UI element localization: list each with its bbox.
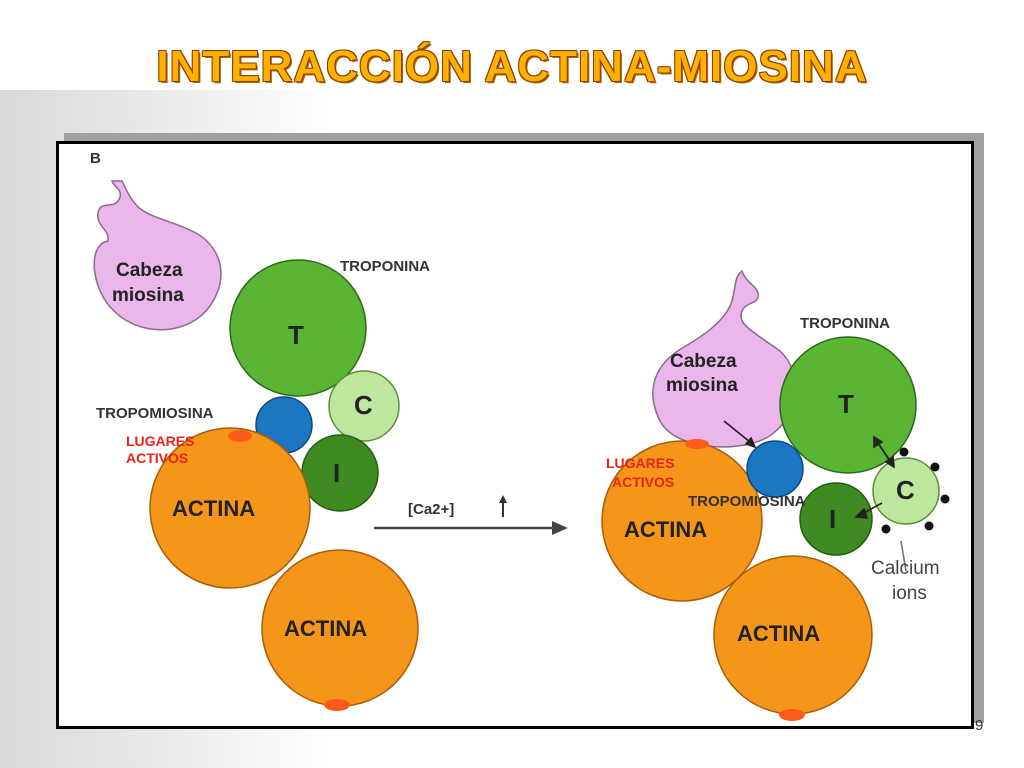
right-actin-bottom-label: ACTINA bbox=[737, 621, 820, 646]
right-active-site-top bbox=[685, 439, 709, 449]
right-myosin-label-1: Cabeza bbox=[670, 351, 737, 372]
right-myosin-label-2: miosina bbox=[666, 375, 738, 396]
left-troponin-t bbox=[229, 259, 367, 397]
left-myosin-head bbox=[93, 180, 222, 331]
calcium-concentration-label: [Ca2+] bbox=[408, 501, 454, 518]
left-troponin-c-label: C bbox=[354, 390, 373, 420]
calcium-increase-arrow: [Ca2+] bbox=[374, 495, 568, 535]
actin-myosin-diagram: B Cabeza miosina T C I TROPONINA TROPOMI… bbox=[90, 150, 950, 721]
panel-label: B bbox=[90, 150, 101, 167]
left-active-sites-label-2: ACTIVOS bbox=[126, 450, 188, 466]
left-tropomyosin-label: TROPOMIOSINA bbox=[96, 405, 214, 422]
left-active-site-top bbox=[228, 430, 252, 442]
right-active-site-bottom bbox=[779, 709, 805, 721]
right-active-sites-label-2: ACTIVOS bbox=[612, 474, 674, 490]
left-myosin-label-1: Cabeza bbox=[116, 260, 183, 281]
page-number: 9 bbox=[975, 717, 984, 734]
right-troponin-label: TROPONINA bbox=[800, 315, 890, 332]
right-actin-top-label: ACTINA bbox=[624, 517, 707, 542]
left-myosin-label-2: miosina bbox=[112, 285, 184, 306]
calcium-ions-label-2: ions bbox=[892, 583, 927, 604]
left-active-sites-label-1: LUGARES bbox=[126, 433, 194, 449]
right-state: Cabeza miosina ACTINA ACTINA T I C bbox=[601, 269, 950, 721]
right-troponin-t bbox=[779, 336, 917, 474]
right-myosin-head bbox=[652, 269, 797, 448]
right-troponin-c bbox=[872, 457, 940, 525]
slide-title: INTERACCIÓN ACTINA-MIOSINA bbox=[156, 42, 868, 91]
left-troponin-label: TROPONINA bbox=[340, 258, 430, 275]
right-troponin-c-label: C bbox=[896, 475, 915, 505]
left-troponin-c bbox=[328, 370, 400, 442]
left-actin-top bbox=[149, 427, 311, 589]
left-active-site-bottom bbox=[324, 699, 350, 711]
calcium-ions bbox=[881, 447, 950, 534]
right-actin-top bbox=[601, 440, 763, 602]
right-troponin-i-label: I bbox=[829, 504, 836, 534]
left-troponin-i-label: I bbox=[333, 458, 340, 488]
right-troponin-t-label: T bbox=[838, 389, 854, 419]
conformation-arrows bbox=[723, 420, 907, 572]
left-troponin-t-label: T bbox=[288, 320, 304, 350]
up-arrow-icon bbox=[499, 495, 507, 517]
right-tropomyosin-label: TROPOMIOSINA bbox=[688, 493, 806, 510]
right-troponin-i bbox=[799, 482, 873, 556]
left-state: Cabeza miosina T C I TROPONINA TROPOMIOS… bbox=[93, 180, 430, 711]
left-actin-bottom-label: ACTINA bbox=[284, 616, 367, 641]
right-active-sites-label-1: LUGARES bbox=[606, 455, 674, 471]
calcium-ions-label-1: Calcium bbox=[871, 558, 940, 579]
right-tropomyosin bbox=[746, 440, 804, 498]
left-actin-top-label: ACTINA bbox=[172, 496, 255, 521]
